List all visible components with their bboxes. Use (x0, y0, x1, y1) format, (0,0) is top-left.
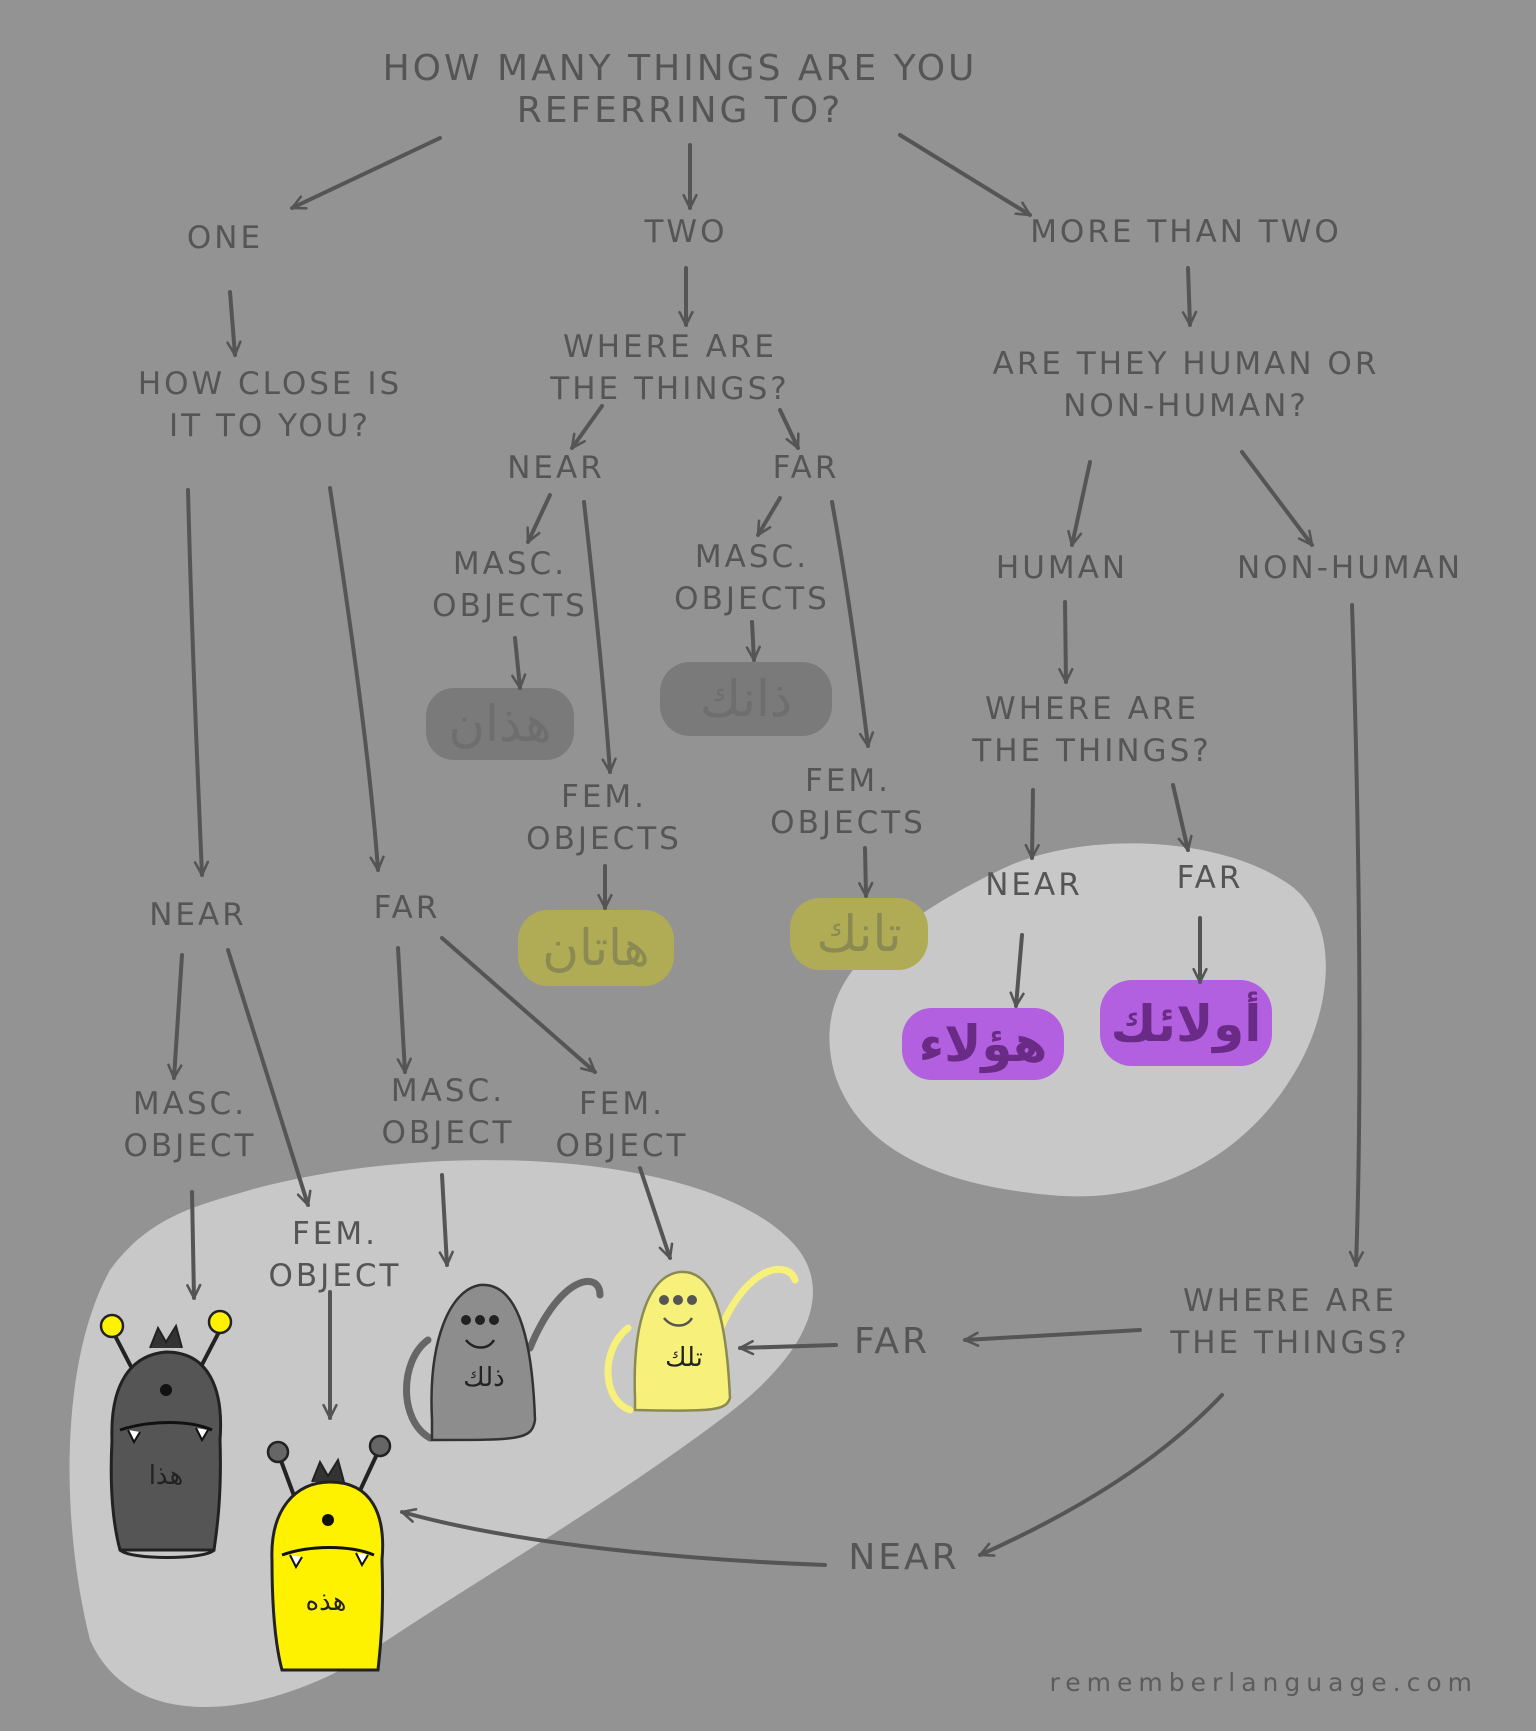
arrow-question-to-more (898, 133, 1032, 217)
word-dual-fem-far: تانك (816, 905, 902, 963)
monster-masc-near (99, 1309, 233, 1559)
monster-masc-far (403, 1278, 604, 1442)
arrow-near-to-mascobjects (526, 493, 552, 544)
plural-far-highlight (1100, 980, 1272, 1066)
nonhuman-near-label: NEAR (848, 1537, 960, 1578)
word-dual-masc-far: ذانك (699, 670, 793, 728)
more-than-two-label: MORE THAN TWO (1030, 214, 1342, 250)
masc-dual-far-highlight (660, 662, 832, 736)
arrow-where-to-far (778, 408, 800, 450)
arrow-where-to-near-human (1024, 788, 1040, 860)
how-close-question: HOW CLOSE IS IT TO YOU? (137, 366, 403, 444)
arrow-nonhuman-to-where (1348, 603, 1365, 1267)
arrow-question-to-human (1067, 460, 1092, 547)
one-near-masc-label: MASC. OBJECT (123, 1086, 257, 1164)
one-far-fem-label: FEM. OBJECT (555, 1086, 689, 1164)
monster-fem-near (266, 1434, 392, 1672)
arrow-where-to-near-nonhuman (978, 1393, 1224, 1557)
main-question: HOW MANY THINGS ARE YOU REFERRING TO? (382, 48, 978, 131)
arrow-mascobject-to-monster1 (186, 1190, 202, 1300)
fem-dual-far-highlight (790, 898, 928, 970)
monster-masc-far-word: ذلك (463, 1363, 505, 1393)
nonhuman-label: NON-HUMAN (1236, 550, 1464, 586)
word-plural-near: هؤلاء (918, 1015, 1048, 1073)
two-near-fem-label: FEM. OBJECTS (526, 779, 682, 857)
word-plural-far: أولائك (1110, 995, 1262, 1053)
human-near-label: NEAR (985, 867, 1083, 903)
arrow-howclose-to-near (186, 488, 210, 877)
arrow-far-to-mascobject (396, 946, 412, 1074)
one-label: ONE (186, 220, 264, 256)
arrow-where-to-far-human (1171, 783, 1193, 852)
arrow-near-to-plural-near (1009, 933, 1025, 1008)
arrow-far-to-mascobjects (756, 496, 782, 537)
arrow-femobject-to-monster4 (638, 1166, 674, 1260)
arrow-question-to-nonhuman (1240, 450, 1314, 547)
arrow-one-to-howclose (226, 290, 242, 357)
monster-masc-near-word: هذا (148, 1461, 184, 1491)
arrow-far-to-femobject (440, 936, 597, 1074)
footer-credit: rememberlanguage.com (1049, 1668, 1478, 1697)
arrow-mascobjects-to-word (511, 636, 527, 690)
human-label: HUMAN (995, 550, 1129, 586)
human-far-label: FAR (1176, 860, 1244, 896)
two-far-fem-label: FEM. OBJECTS (770, 763, 926, 841)
one-near-fem-label: FEM. OBJECT (268, 1216, 402, 1294)
nonhuman-where-question: WHERE ARE THE THINGS? (1170, 1283, 1410, 1361)
human-question: ARE THEY HUMAN OR NON-HUMAN? (992, 346, 1380, 424)
one-far-label: FAR (373, 890, 441, 926)
human-where-question: WHERE ARE THE THINGS? (972, 691, 1212, 769)
arrow-howclose-to-far (328, 486, 385, 872)
two-far-masc-label: MASC. OBJECTS (674, 539, 830, 617)
one-far-masc-label: MASC. OBJECT (381, 1073, 515, 1151)
arrow-near-to-mascobject (167, 953, 184, 1080)
monster-fem-far-word: تلك (665, 1343, 703, 1373)
nonhuman-far-label: FAR (853, 1321, 931, 1362)
arrow-mascobject-to-monster3 (438, 1173, 454, 1267)
fem-dual-near-highlight (518, 910, 674, 986)
monster-fem-far (604, 1265, 799, 1414)
two-label: TWO (644, 214, 728, 250)
arrow-femobjects-to-word-far (858, 846, 874, 898)
monster-fem-near-word: هذه (305, 1587, 347, 1617)
word-dual-masc-near: هذان (448, 695, 552, 753)
word-dual-fem-near: هاتان (542, 919, 650, 977)
two-where-question: WHERE ARE THE THINGS? (550, 329, 790, 407)
arrow-mascobjects-to-word-far (745, 620, 761, 662)
one-near-label: NEAR (149, 897, 247, 933)
two-near-label: NEAR (507, 450, 605, 486)
plural-near-highlight (902, 1008, 1064, 1080)
arrow-near-to-femobjects (582, 500, 617, 774)
masc-dual-near-highlight (426, 688, 574, 760)
arrow-far-to-femobjects (830, 500, 875, 748)
arrow-where-to-near (570, 404, 604, 450)
arrow-more-to-question (1181, 266, 1198, 327)
arrow-where-to-far-nonhuman (963, 1328, 1142, 1347)
arrow-question-to-one (290, 136, 442, 210)
arrow-human-to-where (1058, 600, 1074, 684)
two-far-label: FAR (772, 450, 840, 486)
arrow-near-to-femobject (226, 948, 312, 1207)
arrow-far-nonhuman-to-monster (738, 1339, 838, 1356)
two-near-masc-label: MASC. OBJECTS (432, 546, 588, 624)
arrow-near-nonhuman-to-monster (400, 1508, 827, 1567)
